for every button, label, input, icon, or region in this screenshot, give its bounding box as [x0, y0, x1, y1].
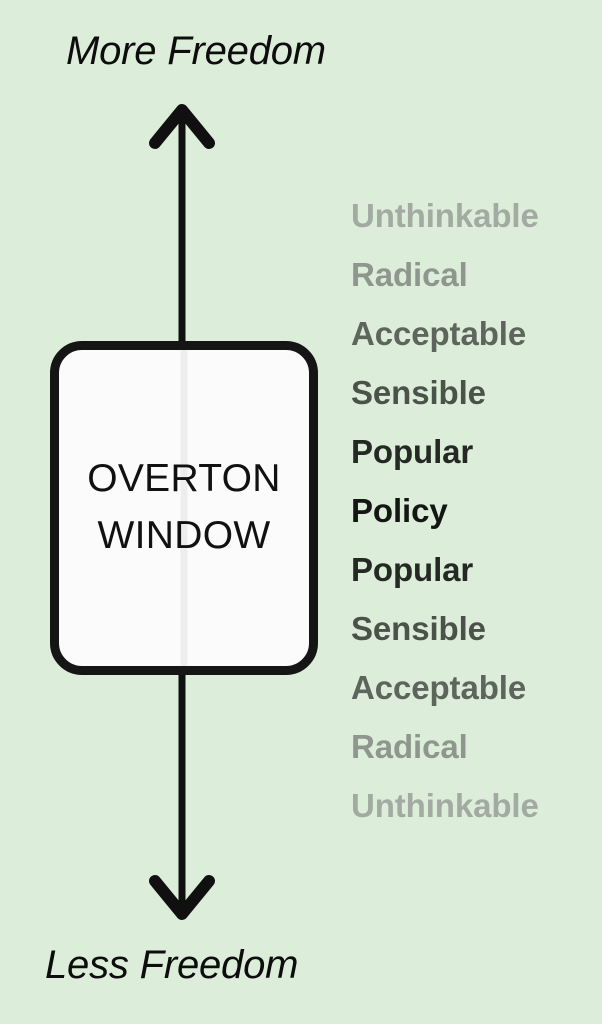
spectrum-item: Policy — [351, 492, 448, 529]
spectrum-item: Sensible — [351, 374, 486, 411]
spectrum-item: Acceptable — [351, 669, 527, 706]
overton-window-box: OVERTON WINDOW — [50, 341, 318, 675]
arrow-head-up — [149, 104, 215, 149]
arrow-head-down — [149, 875, 215, 920]
less-freedom-label: Less Freedom — [45, 943, 299, 987]
more-freedom-label: More Freedom — [66, 29, 326, 73]
spectrum-item: Unthinkable — [351, 197, 539, 234]
spectrum-item: Radical — [351, 728, 468, 765]
spectrum-label-list: Unthinkable Radical Acceptable Sensible … — [351, 186, 591, 835]
spectrum-item: Popular — [351, 433, 474, 470]
spectrum-item: Sensible — [351, 610, 486, 647]
spectrum-item: Popular — [351, 551, 474, 588]
spectrum-item: Unthinkable — [351, 787, 539, 824]
arrow-shaft-ghost — [180, 350, 188, 666]
spectrum-item: Acceptable — [351, 315, 527, 352]
spectrum-item: Radical — [351, 256, 468, 293]
overton-box-line-2: WINDOW — [97, 514, 271, 557]
overton-box-line-1: OVERTON — [87, 457, 281, 501]
